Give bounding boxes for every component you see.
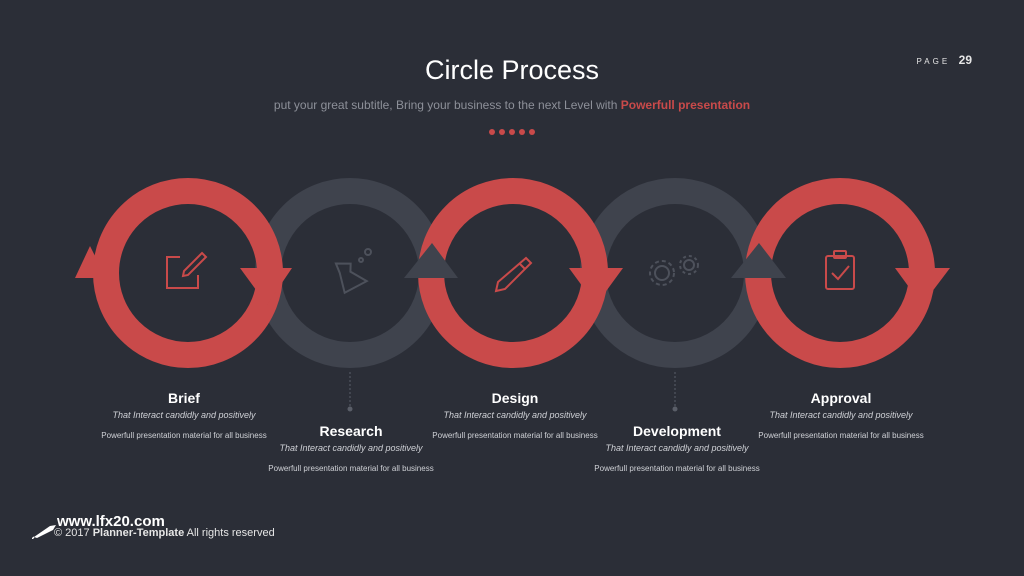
step-line1: That Interact candidly and positively [112,410,256,420]
subtitle-highlight: Powerfull presentation [620,98,751,112]
step-line2: Powerfull presentation material for all … [268,464,434,473]
step-line1: That Interact candidly and positively [443,410,587,420]
step-title: Brief [168,390,200,406]
arrow-development [731,243,786,278]
clipboard-check-icon [825,250,855,290]
arrow-research [404,243,458,278]
step-title: Development [633,423,721,439]
arrow-brief-left [75,246,106,278]
edit-icon [166,251,208,289]
arrow-approval [895,268,950,305]
pen-logo-icon [32,525,56,539]
ring-approval [745,178,935,368]
flask-icon [334,248,372,295]
footer-copyright: © 2017 Planner-Template All rights reser… [54,527,275,539]
page-number: PAGE 29 [917,51,972,69]
step-title: Research [319,423,383,439]
step-design: Design That Interact candidly and positi… [400,390,630,440]
step-line1: That Interact candidly and positively [605,443,749,453]
step-title: Design [491,390,539,406]
page-number-value: 29 [958,53,972,67]
step-approval: Approval That Interact candidly and posi… [726,390,956,440]
copyright-brand: Planner-Template [92,527,185,539]
step-line2: Powerfull presentation material for all … [758,431,924,440]
step-brief: Brief That Interact candidly and positiv… [69,390,299,440]
gears-icon [649,255,699,286]
step-line1: That Interact candidly and positively [279,443,423,453]
pencil-icon [494,256,533,293]
step-line2: Powerfull presentation material for all … [432,431,598,440]
page-subtitle: put your great subtitle, Bring your busi… [0,98,1024,112]
copyright-prefix: © 2017 [54,527,93,539]
footer-url: www.lfx20.com [57,513,165,530]
page-title: Circle Process [424,55,600,85]
step-title: Approval [810,390,872,406]
arrow-design [569,268,623,305]
ring-research [255,178,445,368]
arrow-brief-right [240,268,292,305]
ring-design [418,178,608,368]
step-development: Development That Interact candidly and p… [562,423,792,473]
page-label: PAGE [916,57,951,66]
step-line2: Powerfull presentation material for all … [594,464,760,473]
step-line2: Powerfull presentation material for all … [101,431,267,440]
step-research: Research That Interact candidly and posi… [236,423,466,473]
step-line1: That Interact candidly and positively [769,410,913,420]
copyright-suffix: All rights reserved [184,527,275,539]
title-dots [0,129,1024,135]
subtitle-text: put your great subtitle, Bring your busi… [273,98,621,112]
